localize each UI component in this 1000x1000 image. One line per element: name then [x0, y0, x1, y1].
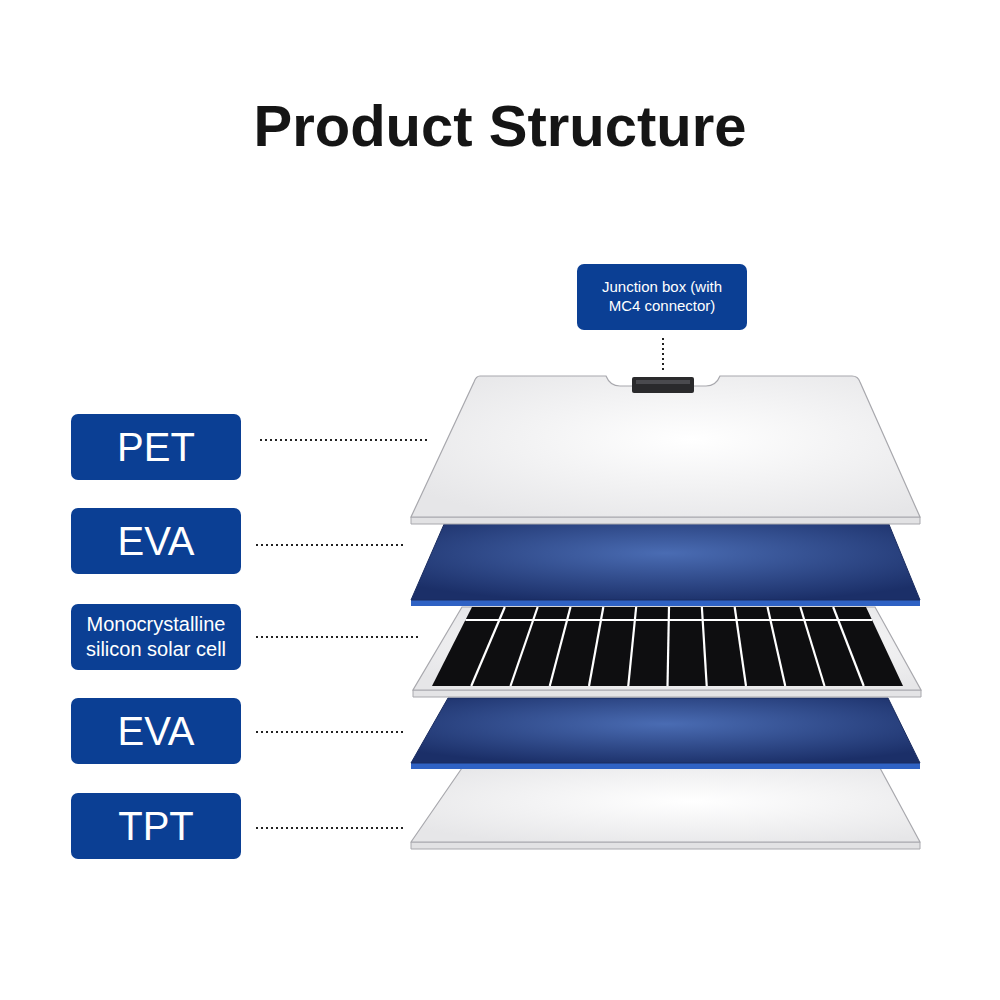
- node-text: Monocrystalline silicon solar cell: [79, 612, 233, 662]
- node-text: TPT: [118, 801, 194, 851]
- cell-grid-line: [735, 607, 746, 686]
- cell-grid-line: [833, 607, 864, 686]
- junction-box-label: Junction box (with MC4 connector): [577, 264, 747, 330]
- layer-label: PET: [71, 414, 241, 480]
- node-text: Junction box (with MC4 connector): [585, 278, 739, 316]
- node-text: PET: [117, 422, 195, 472]
- title: Product Structure: [0, 92, 1000, 159]
- cell-grid-line: [471, 607, 505, 686]
- cell-grid-line: [668, 607, 670, 686]
- cell-grid-line: [768, 607, 786, 686]
- layer-label: Monocrystalline silicon solar cell: [71, 604, 241, 670]
- cell-grid-line: [511, 607, 538, 686]
- cell-grid-line: [465, 619, 872, 621]
- tpt-layer: [411, 768, 920, 849]
- cell-grid-line: [800, 607, 824, 686]
- layer-label: EVA: [71, 698, 241, 764]
- leader-line: [256, 338, 663, 828]
- cell-grid-line: [702, 607, 707, 686]
- node-text: EVA: [117, 516, 194, 566]
- solar-cell-layer: [413, 607, 921, 697]
- junction-box: [632, 377, 694, 393]
- pet-layer: [411, 376, 920, 524]
- cell-grid-line: [628, 607, 636, 686]
- layer-label: TPT: [71, 793, 241, 859]
- eva-layer: [411, 522, 920, 606]
- node-text: EVA: [117, 706, 194, 756]
- cell-grid-line: [550, 607, 571, 686]
- cell-grid-line: [589, 607, 603, 686]
- layer-label: EVA: [71, 508, 241, 574]
- eva-layer: [411, 698, 920, 769]
